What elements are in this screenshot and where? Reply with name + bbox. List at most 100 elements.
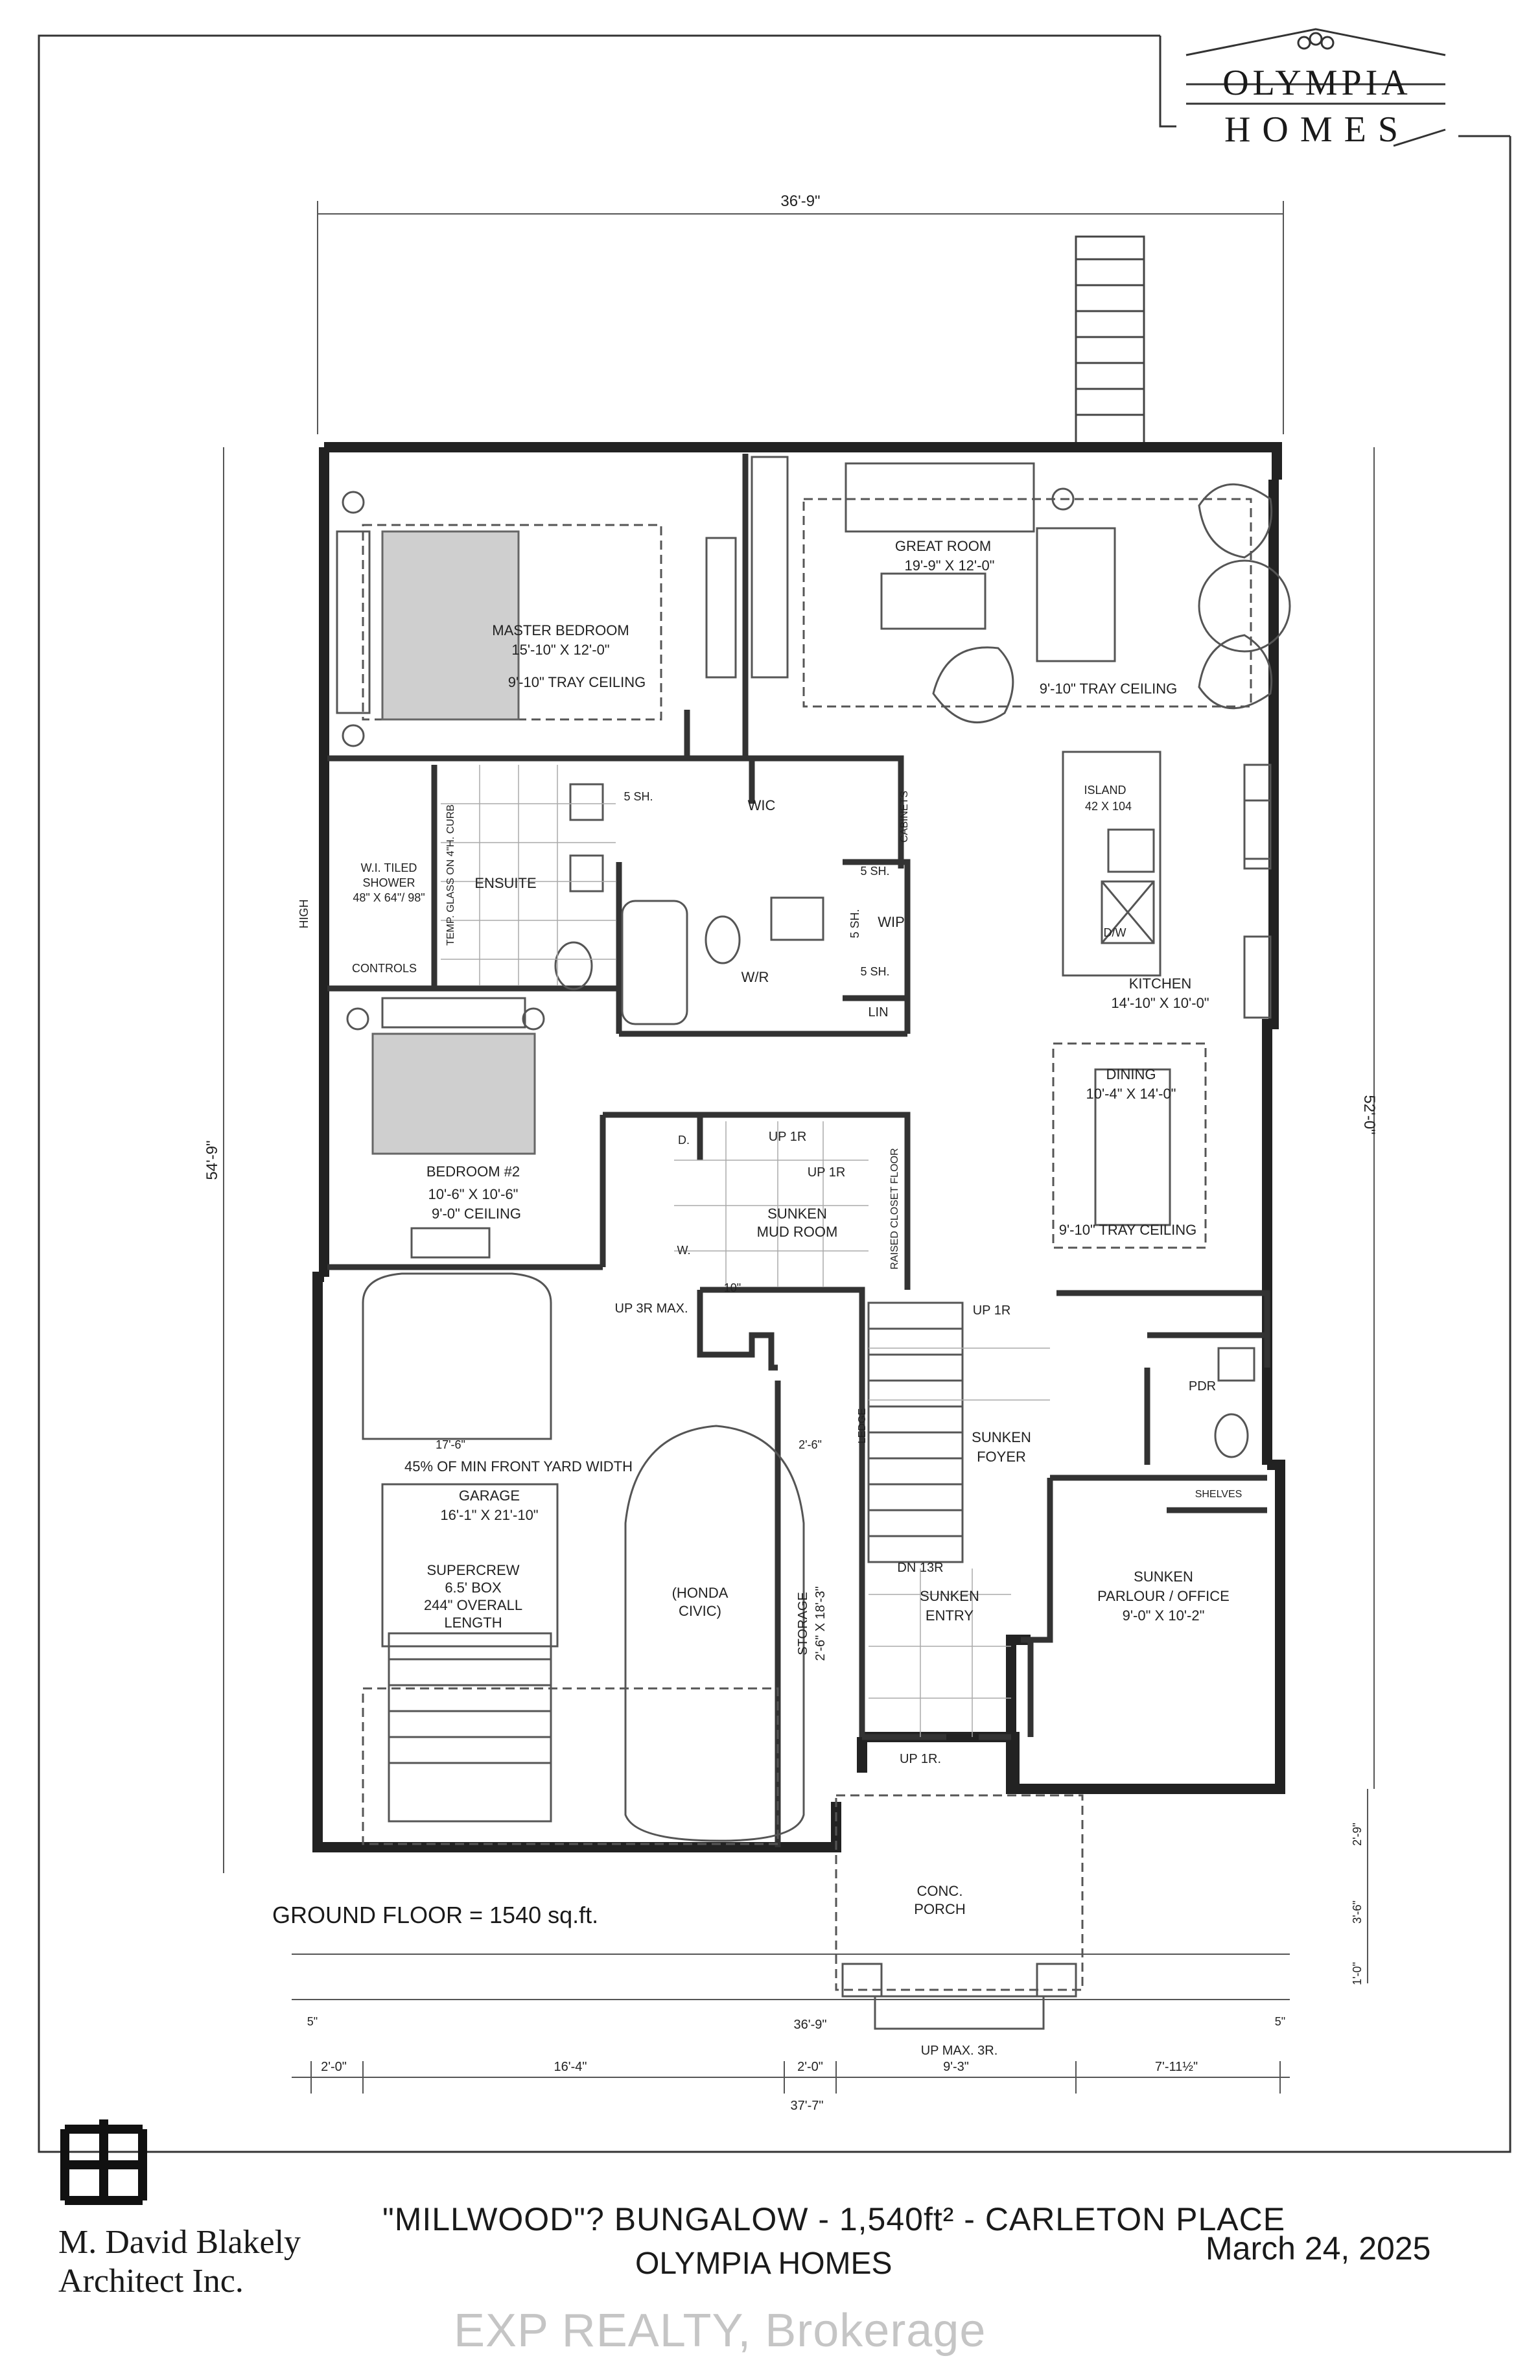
dining-size: 10'-4" X 14'-0" (1086, 1086, 1176, 1102)
master-bedroom-size: 15'-10" X 12'-0" (511, 642, 609, 658)
parlour-size: 9'-0" X 10'-2" (1123, 1607, 1205, 1624)
front-yard-label: 45% OF MIN FRONT YARD WIDTH (404, 1458, 633, 1475)
island-label: ISLAND (1084, 784, 1126, 797)
sheet-border (38, 34, 1511, 2153)
shower-line2: SHOWER (363, 876, 415, 889)
garage-size: 16'-1" X 21'-10" (440, 1507, 538, 1523)
tile-grid (441, 765, 1050, 1737)
dw-label: D/W (1104, 926, 1126, 939)
entry-line2: ENTRY (926, 1607, 974, 1624)
foyer-line2: FOYER (977, 1449, 1026, 1465)
porch-line1: CONC. (917, 1883, 963, 1899)
five-sh-1: 5 SH. (624, 790, 653, 803)
mud-w: W. (677, 1244, 691, 1257)
garage-dim1: 17'-6" (436, 1438, 465, 1451)
bedroom2-ceiling: 9'-0" CEILING (432, 1206, 521, 1222)
lin-label: LIN (868, 1005, 888, 1020)
dining-name: DINING (1106, 1066, 1156, 1082)
five-sh-4: 5 SH. (860, 965, 889, 978)
foyer-line1: SUNKEN (972, 1429, 1031, 1445)
ten-inch-label: 10" (724, 1281, 741, 1294)
foyer-up: UP 1R (973, 1303, 1011, 1318)
high-label: HIGH (298, 900, 310, 929)
right-dim-1: 2'-9" (1351, 1823, 1364, 1846)
truck-line4: LENGTH (444, 1615, 502, 1631)
olympia-logo-emblem (1185, 28, 1446, 147)
bottom-seg-4: 9'-3" (943, 2060, 969, 2074)
bottom-five-left: 5" (307, 2015, 318, 2028)
shelves-label: SHELVES (1195, 1489, 1242, 1500)
pdr-label: PDR (1189, 1379, 1216, 1394)
bottom-total2: 37'-7" (791, 2099, 824, 2113)
five-sh-2: 5 SH. (860, 865, 889, 878)
entry-line1: SUNKEN (920, 1588, 979, 1604)
bottom-five-right: 5" (1275, 2015, 1285, 2028)
dn13r-label: DN 13R (897, 1561, 943, 1575)
wic-label: WIC (748, 797, 776, 813)
shower-line1: W.I. TILED (361, 861, 417, 874)
right-dim-2: 3'-6" (1351, 1900, 1364, 1924)
master-bedroom-name: MASTER BEDROOM (492, 622, 629, 638)
storage-line2: 2'-6" X 18'-3" (813, 1586, 828, 1661)
ground-floor-area: GROUND FLOOR = 1540 sq.ft. (272, 1902, 599, 1928)
entry-up: UP 1R. (900, 1752, 941, 1766)
bottom-seg-1: 2'-0" (321, 2060, 347, 2074)
great-room-size: 19'-9" X 12'-0" (905, 557, 995, 574)
wr-label: W/R (741, 969, 769, 985)
mud-d: D. (678, 1134, 690, 1147)
island-size: 42 X 104 (1085, 800, 1132, 813)
brokerage-watermark: EXP REALTY, Brokerage (454, 2305, 986, 2357)
bottom-seg-5: 7'-11½" (1155, 2060, 1198, 2074)
truck-line2: 6.5' BOX (445, 1580, 502, 1596)
furniture (336, 456, 1291, 2030)
wip-label: WIP (878, 914, 905, 930)
right-depth-dim: 52'-0" (1360, 1095, 1378, 1134)
garage-name: GARAGE (459, 1488, 520, 1504)
raised-closet-label: RAISED CLOSET FLOOR (889, 1148, 900, 1269)
car-line2: CIVIC) (679, 1603, 721, 1619)
great-room-name: GREAT ROOM (895, 538, 991, 554)
temp-glass-label: TEMP. GLASS ON 4"H. CURB (445, 804, 456, 946)
kitchen-name: KITCHEN (1129, 975, 1192, 992)
architect-name: M. David Blakely (58, 2224, 301, 2261)
exterior-vent (1075, 235, 1145, 449)
brand-line2: HOMES (1224, 110, 1410, 150)
mud-line1: SUNKEN (767, 1206, 827, 1222)
mud-line2: MUD ROOM (757, 1224, 838, 1240)
parlour-line1: SUNKEN (1134, 1569, 1193, 1585)
bottom-seg-2: 16'-4" (554, 2060, 587, 2074)
interior-walls (327, 454, 1270, 1847)
brand-line1: OLYMPIA (1222, 63, 1412, 103)
dimension-lines (223, 201, 1375, 2094)
right-dim-3: 1'-0" (1351, 1962, 1364, 1985)
plan-builder: OLYMPIA HOMES (635, 2246, 892, 2281)
porch-up: UP MAX. 3R. (921, 2044, 998, 2058)
parlour-line2: PARLOUR / OFFICE (1097, 1588, 1230, 1604)
architect-logo (60, 2119, 147, 2205)
garage-dim2: 2'-6" (799, 1438, 822, 1451)
plan-title: "MILLWOOD"? BUNGALOW - 1,540ft² - CARLET… (382, 2201, 1286, 2237)
mud-up1: UP 1R (769, 1130, 807, 1144)
controls-label: CONTROLS (352, 962, 417, 975)
bottom-seg-3: 2'-0" (797, 2060, 823, 2074)
great-room-ceiling: 9'-10" TRAY CEILING (1040, 681, 1178, 697)
top-width-dim: 36'-9" (780, 192, 820, 210)
storage-line1: STORAGE (796, 1592, 810, 1655)
bedroom2-name: BEDROOM #2 (426, 1163, 520, 1180)
dining-ceiling: 9'-10" TRAY CEILING (1059, 1222, 1197, 1238)
plan-labels: 36'-9" 54'-9" 52'-0" GREAT ROOM 19'-9" X… (204, 192, 1378, 2113)
mud-up2: UP 1R (808, 1165, 846, 1180)
five-sh-3: 5 SH. (848, 909, 861, 938)
bottom-total1: 36'-9" (794, 2018, 827, 2032)
truck-line3: 244" OVERALL (424, 1597, 522, 1613)
cabinets-label: CABINETS (899, 791, 910, 843)
car-line1: (HONDA (672, 1585, 729, 1601)
up3r-label: UP 3R MAX. (615, 1301, 688, 1316)
architect-firm: Architect Inc. (58, 2263, 244, 2300)
kitchen-size: 14'-10" X 10'-0" (1111, 995, 1209, 1011)
ensuite-label: ENSUITE (474, 875, 536, 891)
truck-line1: SUPERCREW (426, 1562, 519, 1578)
shower-line3: 48" X 64"/ 98" (353, 891, 425, 904)
left-depth-dim: 54'-9" (204, 1140, 221, 1180)
